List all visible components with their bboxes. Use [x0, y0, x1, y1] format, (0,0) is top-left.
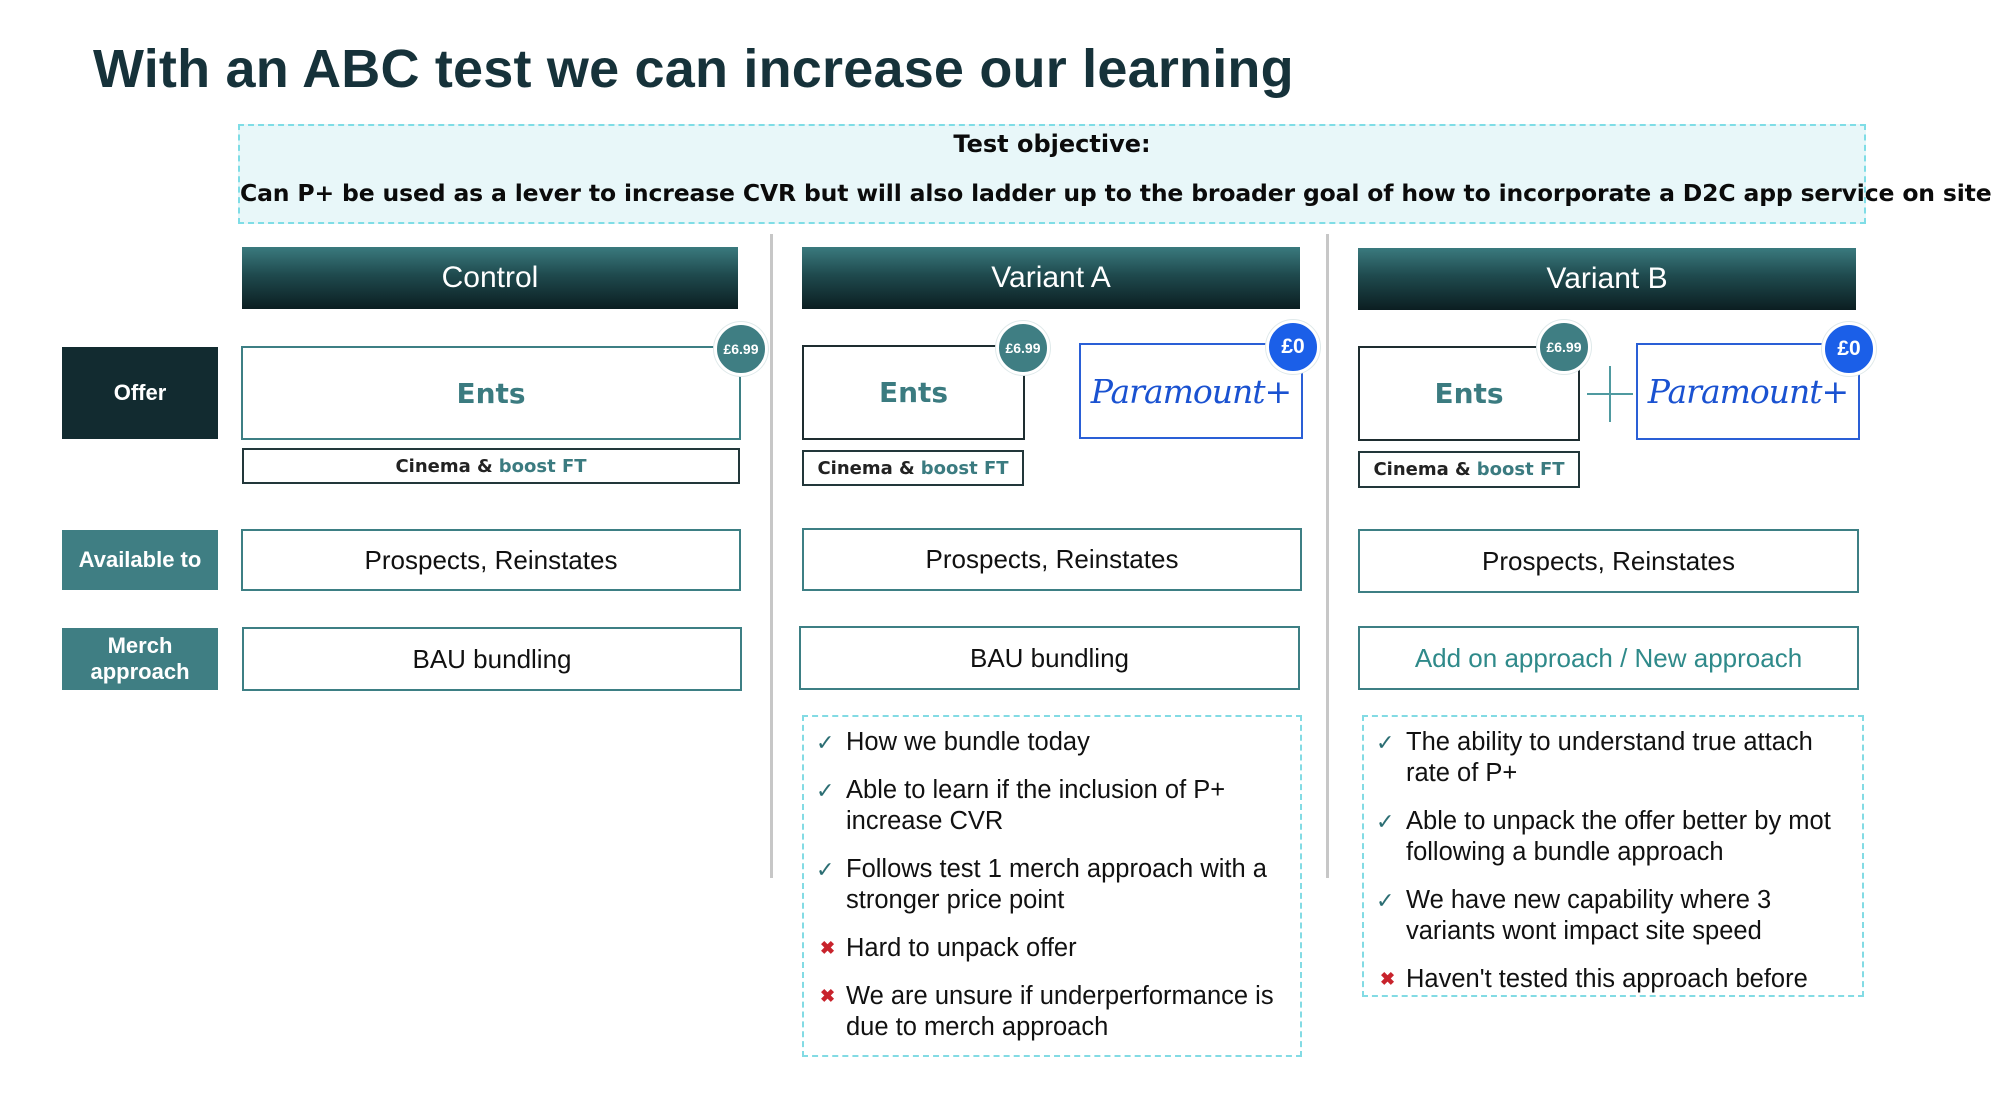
cinema-text: Cinema &	[817, 457, 915, 479]
variant-a-paramount-plus-offer: Paramount+	[1079, 343, 1303, 439]
control-cinema-boost: Cinema &boost FT	[242, 448, 740, 484]
price-badge: £6.99	[1537, 320, 1591, 374]
pro-item: ✓ We have new capability where 3 variants…	[1376, 885, 1846, 947]
test-objective-box: Test objective: Can P+ be used as a leve…	[238, 124, 1992, 224]
column-header-control: Control	[242, 247, 738, 309]
check-icon: ✓	[1376, 809, 1395, 834]
note-text: Hard to unpack offer	[846, 934, 1077, 962]
variant-a-merch-approach: BAU bundling	[799, 626, 1300, 690]
con-item: ✖ We are unsure if underperformance is du…	[816, 981, 1284, 1043]
ents-label: Ents	[878, 376, 949, 409]
check-icon: ✓	[1376, 888, 1395, 913]
check-icon: ✓	[816, 778, 835, 803]
objective-heading: Test objective:	[953, 130, 1151, 158]
row-label-offer: Offer	[62, 347, 218, 439]
control-available-to: Prospects, Reinstates	[241, 529, 741, 591]
boost-ft-text: boost FT	[920, 457, 1009, 479]
row-label-merch-approach: Merch approach	[62, 628, 218, 690]
cross-icon: ✖	[820, 986, 836, 1006]
con-item: ✖ Haven't tested this approach before	[1376, 964, 1846, 995]
price-badge-free: £0	[1266, 320, 1320, 374]
price-badge-free: £0	[1822, 322, 1876, 376]
note-text: The ability to understand true attach ra…	[1406, 728, 1813, 787]
column-header-variant-a: Variant A	[802, 247, 1300, 309]
control-ents-offer: Ents	[241, 346, 741, 440]
note-text: How we bundle today	[846, 728, 1090, 756]
con-item: ✖ Hard to unpack offer	[816, 933, 1284, 964]
note-text: We are unsure if underperformance is due…	[846, 982, 1274, 1041]
pro-item: ✓ Able to unpack the offer better by mot …	[1376, 806, 1846, 868]
note-text: We have new capability where 3 variants …	[1406, 886, 1772, 945]
pro-item: ✓ How we bundle today	[816, 727, 1284, 758]
variant-a-available-to: Prospects, Reinstates	[802, 528, 1302, 591]
column-header-variant-b: Variant B	[1358, 248, 1856, 310]
pro-item: ✓ Able to learn if the inclusion of P+ in…	[816, 775, 1284, 837]
variant-b-paramount-plus-offer: Paramount+	[1636, 343, 1860, 440]
note-text: Haven't tested this approach before	[1406, 965, 1808, 993]
check-icon: ✓	[816, 730, 835, 755]
note-text: Able to unpack the offer better by mot f…	[1406, 807, 1831, 866]
pro-item: ✓ Follows test 1 merch approach with a st…	[816, 854, 1284, 916]
paramount-plus-logo: Paramount+	[1090, 371, 1292, 411]
slide-title: With an ABC test we can increase our lea…	[93, 39, 1294, 99]
check-icon: ✓	[1376, 730, 1395, 755]
note-text: Follows test 1 merch approach with a str…	[846, 855, 1267, 914]
variant-b-notes: ✓ The ability to understand true attach r…	[1362, 715, 1864, 997]
cinema-text: Cinema &	[1373, 459, 1471, 480]
variant-a-ents-offer: Ents	[802, 345, 1025, 440]
row-label-available-to: Available to	[62, 530, 218, 590]
variant-b-merch-approach: Add on approach / New approach	[1358, 626, 1859, 690]
control-merch-approach: BAU bundling	[242, 627, 742, 691]
check-icon: ✓	[816, 857, 835, 882]
pro-item: ✓ The ability to understand true attach r…	[1376, 727, 1846, 789]
boost-ft-text: boost FT	[498, 455, 587, 477]
price-badge: £6.99	[996, 321, 1050, 375]
boost-ft-text: boost FT	[1476, 459, 1565, 480]
plus-icon	[1587, 393, 1633, 395]
objective-question: Can P+ be used as a lever to increase CV…	[240, 179, 1992, 207]
cross-icon: ✖	[820, 938, 836, 958]
variant-b-cinema-boost: Cinema &boost FT	[1358, 451, 1580, 488]
column-divider	[770, 234, 773, 878]
cinema-text: Cinema &	[395, 455, 493, 477]
paramount-plus-logo: Paramount+	[1647, 372, 1849, 411]
variant-a-notes: ✓ How we bundle today ✓ Able to learn if t…	[802, 715, 1302, 1057]
variant-b-available-to: Prospects, Reinstates	[1358, 529, 1859, 593]
column-divider	[1326, 234, 1329, 878]
note-text: Able to learn if the inclusion of P+ inc…	[846, 776, 1226, 835]
variant-a-cinema-boost: Cinema &boost FT	[802, 450, 1024, 486]
cross-icon: ✖	[1380, 969, 1396, 989]
ents-label: Ents	[456, 376, 526, 410]
ents-label: Ents	[1434, 377, 1504, 410]
price-badge: £6.99	[714, 322, 768, 376]
